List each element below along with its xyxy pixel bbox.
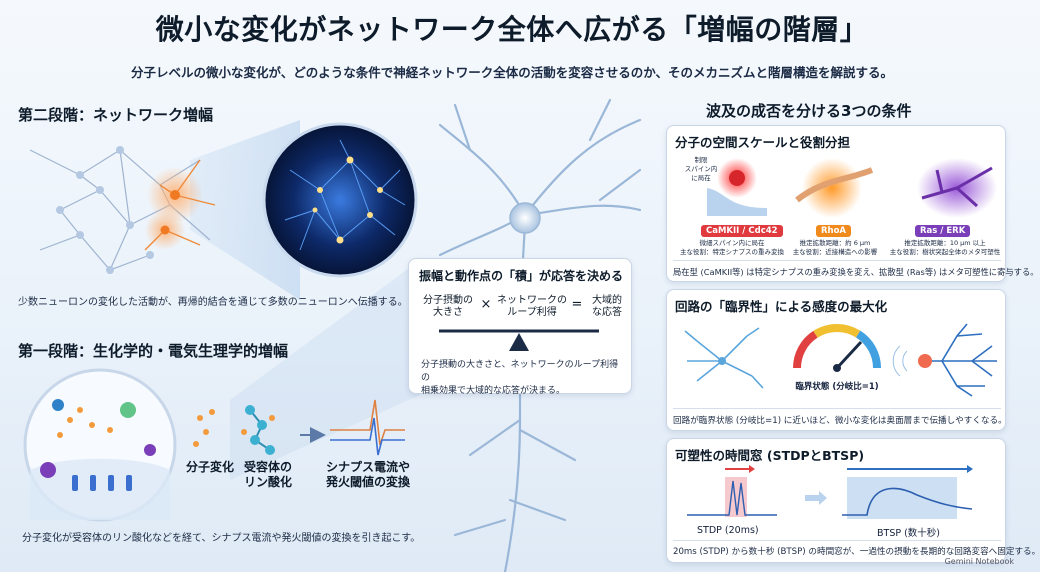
card1-divider xyxy=(673,260,1001,261)
formula-caption: 分子摂動の大きさと、ネットワークのループ利得の 相乗効果で大域的な応答が決まる。 xyxy=(421,360,619,396)
conditions-heading: 波及の成否を分ける3つの条件 xyxy=(706,102,912,120)
criticality-card: 回路の「臨界性」による感度の最大化 臨界状態 (分岐比=1) 回路が臨界状態 (… xyxy=(666,289,1007,431)
card2-footer: 回路が臨界状態 (分岐比=1) に近いほど、微小な変化は奥面層まで伝播しやすくな… xyxy=(673,416,1007,426)
spatial-scale-card: 分子の空間スケールと役割分担 制限 スパイン内 に局在 CaMKII / Cdc… xyxy=(666,125,1039,282)
plasticity-window-illustration xyxy=(687,465,973,519)
plasticity-window-card: 可塑性の時間窓 (STDPとBTSP) STDP (20ms) BTSP (数十… xyxy=(666,438,1040,563)
card2-divider xyxy=(673,408,1001,409)
formula-times: × xyxy=(480,297,492,312)
pill-camkii: CaMKII / Cdc42 xyxy=(701,225,783,237)
desc-ras-erk: 推定拡散距離：10 μm 以上 主な役割：樹状突起全体のメタ可塑性 xyxy=(889,239,1001,256)
pill-ras-erk: Ras / ERK xyxy=(915,225,971,237)
balance-scale-icon xyxy=(439,329,599,351)
criticality-illustration xyxy=(684,323,997,397)
formula-equals: = xyxy=(571,297,583,312)
stage1-label-molecular: 分子変化 xyxy=(185,460,234,474)
stage1-label-phosphorylation: 受容体の リン酸化 xyxy=(243,460,292,489)
stage1-label-conversion: シナプス電流や 発火閾値の変換 xyxy=(325,460,410,489)
card1-note: 制限 スパイン内 に局在 xyxy=(684,156,718,182)
formula-term-perturbation: 分子摂動の 大きさ xyxy=(423,295,473,318)
desc-camkii: 微細スパイン内に局在 主な役割：特定シナプスの重み変換 xyxy=(680,239,784,256)
card1-title: 分子の空間スケールと役割分担 xyxy=(675,135,851,150)
formula-title: 振幅と動作点の「積」が応答を決める xyxy=(418,269,623,283)
stage2-caption: 少数ニューロンの変化した活動が、再帰的結合を通じて多数のニューロンへ伝播する。 xyxy=(18,297,408,308)
formula-term-loop-gain: ネットワークの ループ利得 xyxy=(497,295,567,318)
card3-footer: 20ms (STDP) から数十秒 (BTSP) の時間窓が、一過性の摂動を長期… xyxy=(673,547,1040,557)
page-title: 微小な変化がネットワーク全体へ広がる「増幅の階層」 xyxy=(155,13,869,46)
stage1-caption: 分子変化が受容体のリン酸化などを経て、シナプス電流や発火閾値の変換を引き起こす。 xyxy=(22,533,421,544)
formula-result: 大域的 な応答 xyxy=(592,295,622,318)
stdp-label: STDP (20ms) xyxy=(697,525,759,536)
diffusion-illustrations xyxy=(707,158,997,218)
card1-footer: 局在型 (CaMKII等) は特定シナプスの重み変換を変え、拡散型 (Ras等)… xyxy=(673,267,1039,277)
product-formula-box: 振幅と動作点の「積」が応答を決める 分子摂動の 大きさ × ネットワークの ルー… xyxy=(408,258,632,396)
pill-rhoa: RhoA xyxy=(816,225,852,237)
desc-rhoa: 推定拡散距離：約 6 μm 主な役割：近接構造への影響 xyxy=(792,239,878,256)
footer-brand: Gemini Notebook xyxy=(944,557,1014,566)
card2-title: 回路の「臨界性」による感度の最大化 xyxy=(675,299,888,314)
card3-title: 可塑性の時間窓 (STDPとBTSP) xyxy=(675,448,865,463)
stage2-heading: 第二段階：ネットワーク増幅 xyxy=(18,106,214,124)
gauge-label: 臨界状態 (分岐比=1) xyxy=(795,382,879,392)
stage1-heading: 第一段階：生化学的・電気生理学的増幅 xyxy=(18,342,289,360)
page-subtitle: 分子レベルの微小な変化が、どのような条件で神経ネットワーク全体の活動を変容させる… xyxy=(130,65,893,80)
card3-divider xyxy=(673,540,1001,541)
btsp-label: BTSP (数十秒) xyxy=(877,528,941,539)
